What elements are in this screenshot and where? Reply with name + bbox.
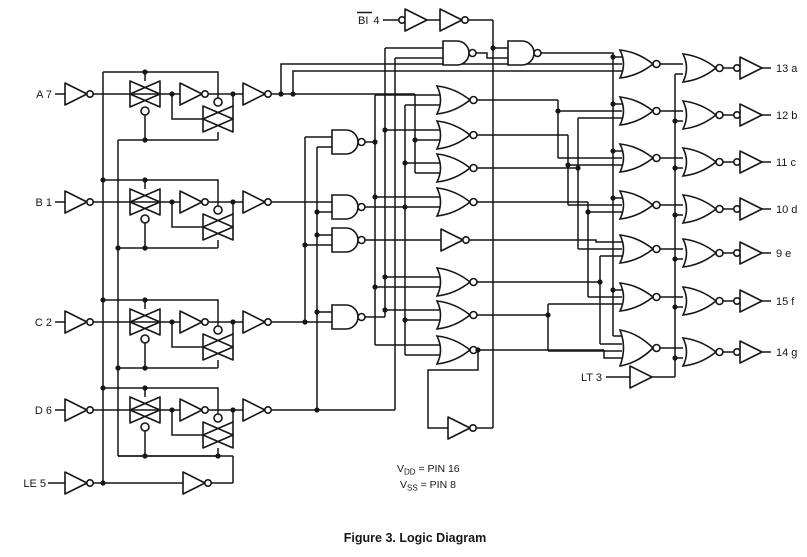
output-label-e: 9 e xyxy=(776,248,791,260)
junction-dots xyxy=(100,45,678,486)
output-buffers xyxy=(732,56,763,364)
lamp-test-buffer xyxy=(629,365,653,389)
decode-nand-column xyxy=(331,129,366,330)
output-label-f: 15 f xyxy=(776,296,795,308)
output-label-d: 10 d xyxy=(776,204,797,216)
input-label-d: D 6 xyxy=(35,405,52,417)
output-label-b: 12 b xyxy=(776,110,797,122)
input-label-le: LE 5 xyxy=(23,478,46,490)
latch-d xyxy=(55,385,271,458)
output-label-c: 11 c xyxy=(776,157,796,169)
top-nand-gates xyxy=(442,40,542,66)
output-label-g: 14 g xyxy=(776,347,797,359)
input-label-b: B 1 xyxy=(35,197,52,209)
segment-stage2-gates xyxy=(682,53,724,367)
output-label-a: 13 a xyxy=(776,63,798,75)
vdd-note: VDD = PIN 16 xyxy=(397,463,460,477)
input-label-a: A 7 xyxy=(36,89,52,101)
latch-c xyxy=(55,297,271,370)
segment-stage1-gates xyxy=(619,49,661,367)
latch-a xyxy=(55,69,271,142)
le-inverter-pair xyxy=(64,471,213,495)
wiring-buses xyxy=(48,19,771,484)
feedback-inverter xyxy=(447,416,477,440)
vss-note: VSS = PIN 8 xyxy=(400,479,456,493)
decode-nor-column xyxy=(436,85,478,365)
figure-caption: Figure 3. Logic Diagram xyxy=(344,531,486,545)
bi-inverter-pair xyxy=(397,8,469,32)
latch-b xyxy=(55,177,271,250)
input-label-c: C 2 xyxy=(35,317,52,329)
input-label-lt: LT 3 xyxy=(581,372,602,384)
